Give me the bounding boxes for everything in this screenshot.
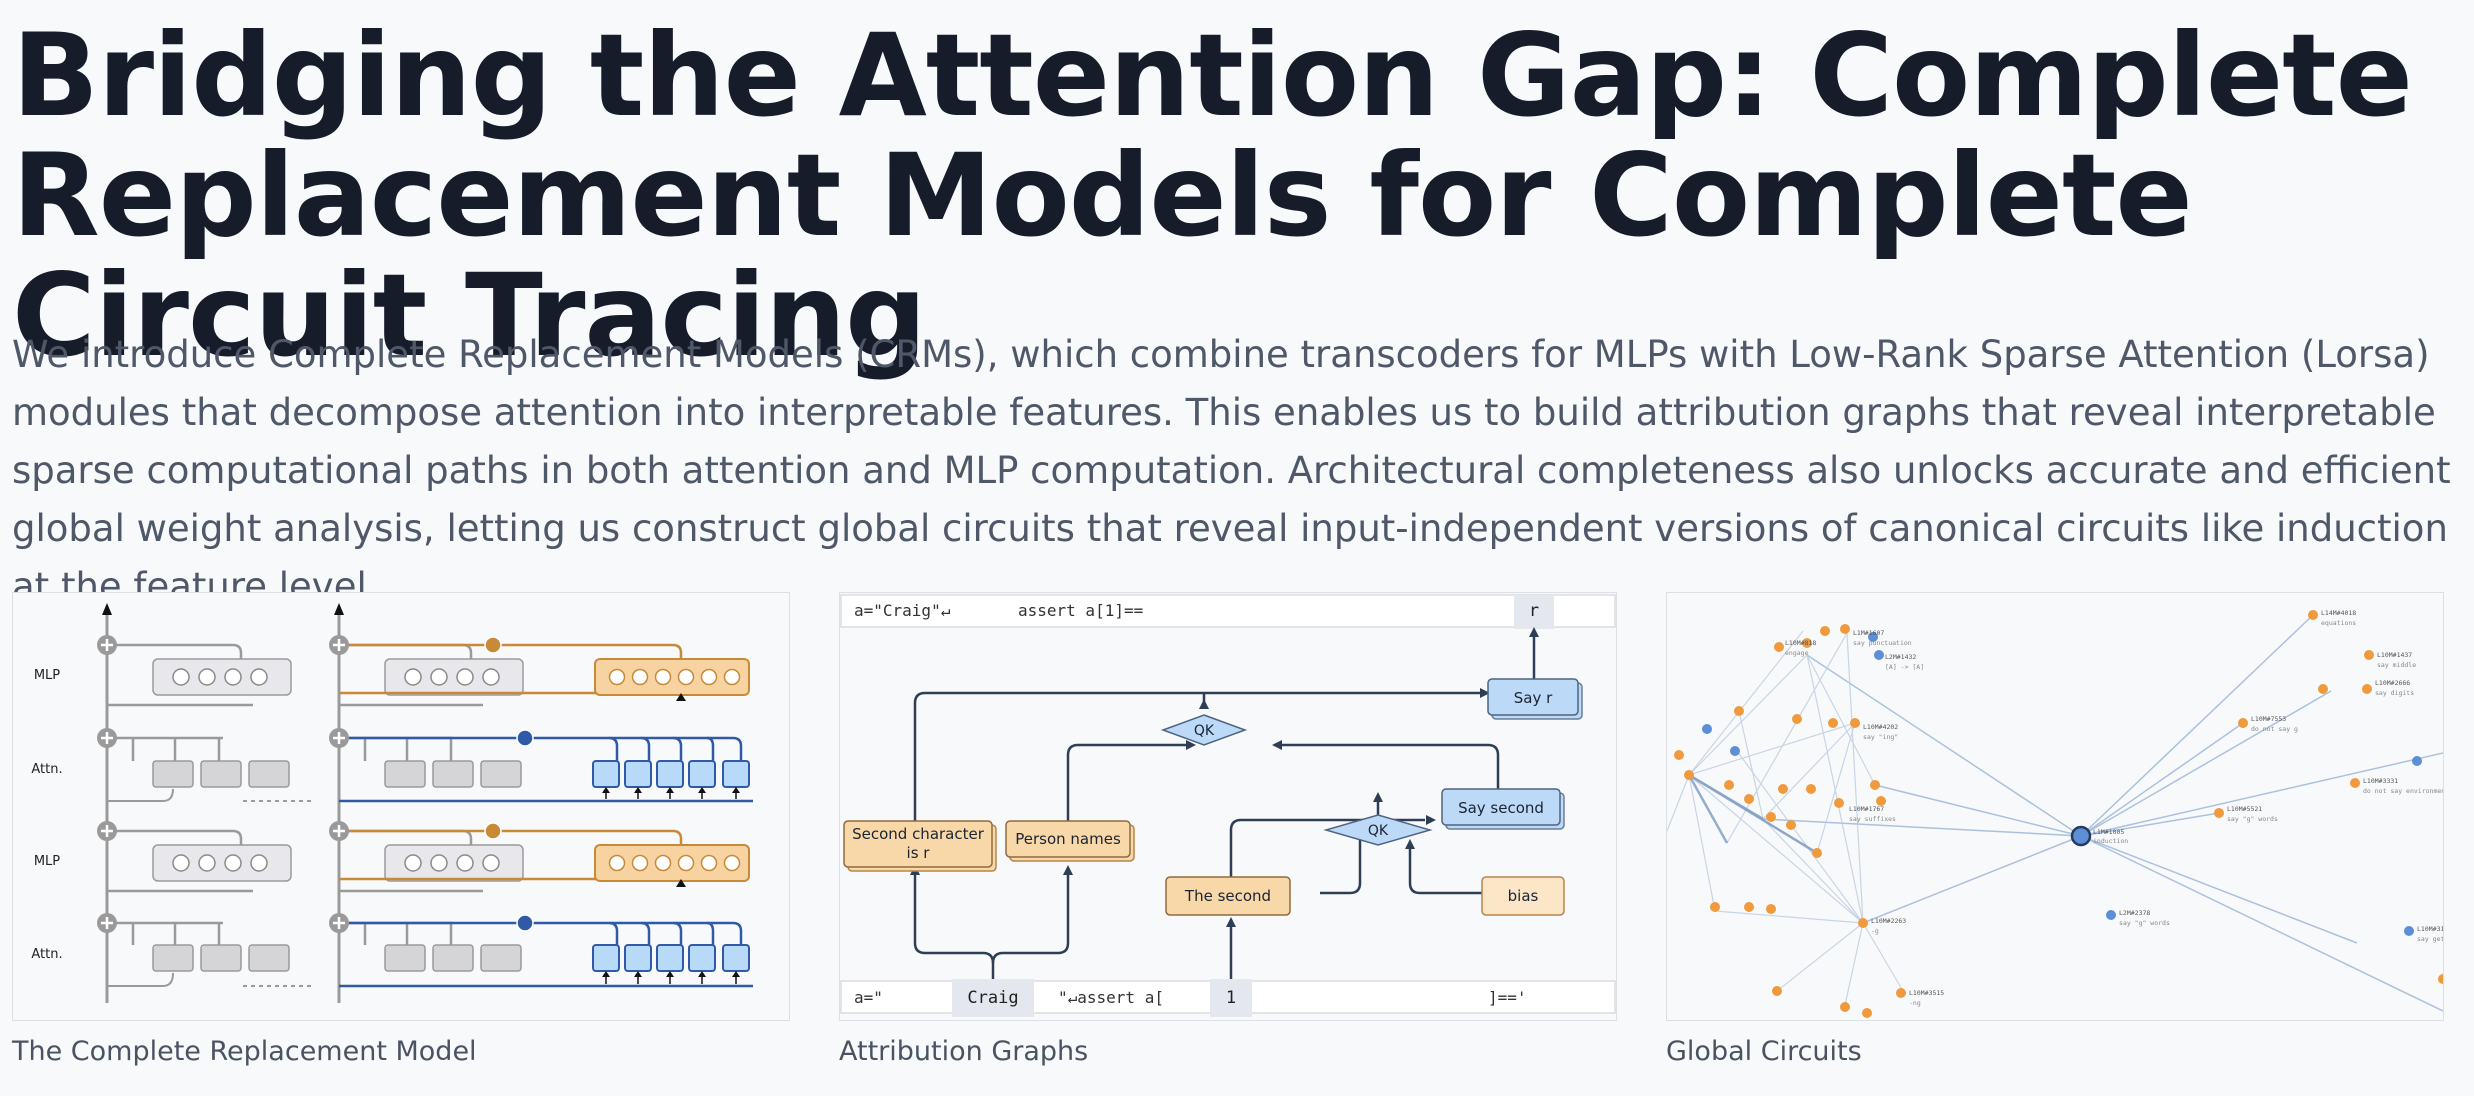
- feature-nodes-mlp: [1674, 610, 2443, 1018]
- center-node-induction[interactable]: L1M#1005 induction: [2070, 825, 2128, 847]
- bottom-token-1: Craig: [967, 988, 1018, 1008]
- graph-edges: [913, 633, 1536, 979]
- bottom-token-3: 1: [1226, 988, 1236, 1008]
- label-id-12: L10M#2263: [1871, 917, 1906, 925]
- top-token-highlight: [1514, 595, 1554, 629]
- label-desc-7: [A] -> [A]: [1885, 663, 1924, 671]
- global-circuit-figure: L1M#1005 induction L14M#4018 equations L…: [1666, 592, 2444, 1021]
- original-model: [107, 643, 313, 987]
- feature-node-labels: L14M#4018 equations L10M#1437 say middle…: [1785, 609, 2443, 1007]
- label-desc-5: say "g" words: [2227, 815, 2278, 823]
- label-id-10: L10M#3186: [2417, 925, 2443, 933]
- layer-label-attn-2: Attn.: [31, 947, 62, 962]
- node-bias-label: bias: [1508, 887, 1539, 905]
- node-qk-bottom-label: QK: [1368, 823, 1389, 839]
- label-id-14: L10M#1767: [1849, 805, 1884, 813]
- label-desc-0: equations: [2321, 619, 2356, 627]
- label-id-6: L1M#1607: [1853, 629, 1884, 637]
- replacement-model: [339, 636, 753, 988]
- label-desc-8: engage: [1785, 649, 1809, 657]
- bottom-token-4: ]==': [1488, 988, 1527, 1007]
- node-second-character-is-r-label: Second character is r: [852, 825, 984, 862]
- label-desc-14: say suffixes: [1849, 815, 1896, 823]
- caption-attribution-graphs: Attribution Graphs: [839, 1036, 1089, 1067]
- layer-label-mlp-1: MLP: [34, 668, 60, 683]
- node-person-names-label: Person names: [1015, 830, 1121, 848]
- label-id-8: L10M#818: [1785, 639, 1816, 647]
- label-id-5: L10M#5521: [2227, 805, 2262, 813]
- node-qk-top[interactable]: QK: [1160, 714, 1248, 746]
- node-second-character-is-r[interactable]: Second character is r: [843, 820, 997, 872]
- label-id-9: L2M#2378: [2119, 909, 2150, 917]
- node-bias[interactable]: bias: [1481, 876, 1565, 916]
- feature-nodes-attn: [1702, 632, 2422, 936]
- attribution-graph-figure: a="Craig"↵ assert a[1]== r a=" Craig "↵a…: [839, 592, 1617, 1021]
- label-id-3: L10M#7553: [2251, 715, 2286, 723]
- label-desc-13: -ng: [1909, 999, 1921, 1007]
- crm-figure: MLP Attn. MLP Attn.: [12, 592, 790, 1021]
- top-token-2: r: [1529, 601, 1539, 621]
- bottom-token-highlight-1: [952, 979, 1034, 1017]
- node-say-r[interactable]: Say r: [1487, 678, 1583, 720]
- label-desc-4: do not say environmen: [2363, 787, 2443, 795]
- label-desc-12: -g: [1871, 927, 1879, 935]
- layer-label-attn-1: Attn.: [31, 762, 62, 777]
- residual-add-nodes-right: [329, 635, 349, 933]
- layer-label-mlp-2: MLP: [34, 854, 60, 869]
- node-say-second-label: Say second: [1458, 799, 1544, 817]
- label-id-11: L10M#4202: [1863, 723, 1898, 731]
- bottom-token-highlight-2: [1210, 979, 1252, 1017]
- caption-crm: The Complete Replacement Model: [12, 1036, 477, 1067]
- node-qk-top-label: QK: [1194, 723, 1215, 739]
- page-title: Bridging the Attention Gap: Complete Rep…: [12, 9, 2413, 382]
- label-id-1: L10M#1437: [2377, 651, 2412, 659]
- node-person-names[interactable]: Person names: [1005, 820, 1135, 862]
- node-qk-bottom[interactable]: QK: [1323, 814, 1433, 846]
- global-circuit-edges: [1762, 614, 2443, 1012]
- label-desc-10: say get: [2417, 935, 2443, 943]
- top-token-1: assert a[1]==: [1018, 601, 1143, 620]
- output-arrow-left: [102, 603, 112, 615]
- bottom-token-2: "↵assert a[: [1058, 988, 1164, 1007]
- label-id-7: L2M#1432: [1885, 653, 1916, 661]
- node-say-r-label: Say r: [1514, 689, 1553, 707]
- center-node-label: induction: [2093, 837, 2128, 845]
- label-id-0: L14M#4018: [2321, 609, 2356, 617]
- label-id-13: L10M#3515: [1909, 989, 1944, 997]
- label-id-4: L10M#3331: [2363, 777, 2398, 785]
- center-node-id: L1M#1005: [2093, 828, 2124, 836]
- label-id-2: L10M#2666: [2375, 679, 2410, 687]
- label-desc-11: say "ing": [1863, 733, 1898, 741]
- residual-add-nodes-left: [97, 635, 117, 933]
- output-arrow-right: [334, 603, 344, 615]
- label-desc-1: say middle: [2377, 661, 2416, 669]
- top-token-0: a="Craig"↵: [854, 601, 951, 620]
- abstract: We introduce Complete Replacement Models…: [12, 333, 2451, 608]
- top-token-bar: [840, 594, 1616, 628]
- bottom-token-0: a=": [854, 988, 883, 1007]
- label-desc-9: say "g" words: [2119, 919, 2170, 927]
- residual-streams: [105, 613, 341, 1003]
- node-the-second-label: The second: [1184, 887, 1271, 905]
- label-desc-2: say digits: [2375, 689, 2414, 697]
- caption-global-circuits: Global Circuits: [1666, 1036, 1862, 1067]
- label-desc-3: do not say g: [2251, 725, 2298, 733]
- label-desc-6: say punctuation: [1853, 639, 1912, 647]
- node-the-second[interactable]: The second: [1165, 876, 1291, 916]
- node-say-second[interactable]: Say second: [1441, 788, 1565, 830]
